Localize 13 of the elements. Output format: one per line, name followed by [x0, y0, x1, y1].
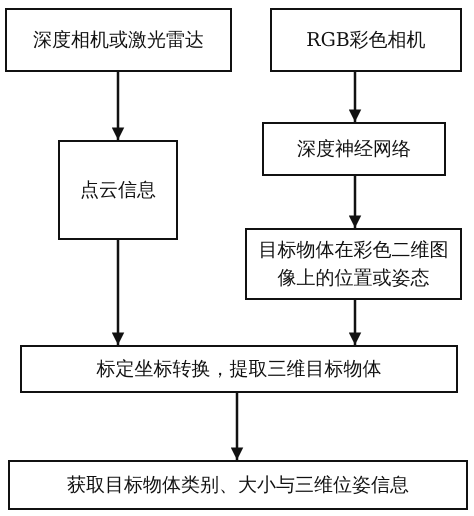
arrow	[348, 300, 362, 345]
process-box: RGB彩色相机	[270, 8, 462, 72]
process-box: 标定坐标转换，提取三维目标物体	[20, 345, 458, 393]
arrow	[348, 72, 362, 122]
arrow	[112, 240, 124, 345]
process-box: 点云信息	[58, 140, 178, 240]
process-box: 深度相机或激光雷达	[5, 8, 232, 72]
arrow	[112, 72, 124, 140]
process-box: 深度神经网络	[262, 122, 446, 176]
process-box: 目标物体在彩色二维图像上的位置或姿态	[245, 228, 462, 300]
arrow	[348, 176, 362, 228]
process-box: 获取目标物体类别、大小与三维位姿信息	[8, 460, 468, 510]
arrow	[230, 393, 244, 460]
